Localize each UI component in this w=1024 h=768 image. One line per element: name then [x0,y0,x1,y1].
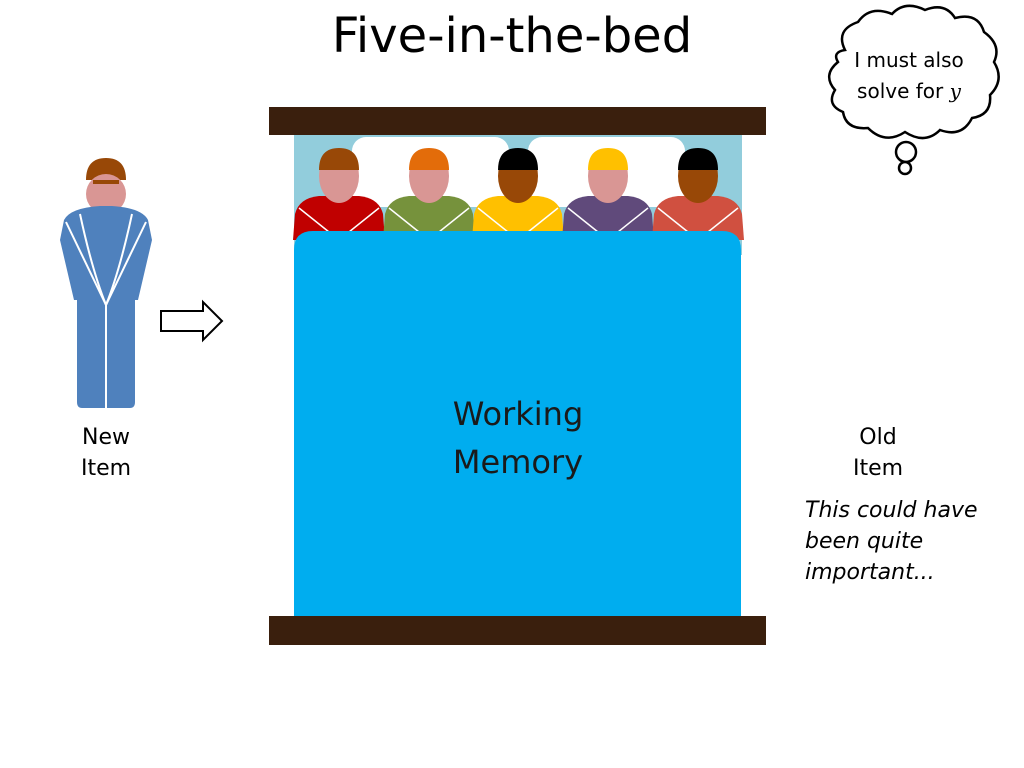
blanket [294,231,741,616]
note-line-3: important... [805,560,935,585]
sleeper-person-icon [383,148,475,241]
old-item-line-1: Old [859,425,897,450]
note-line-2: been quite [805,529,924,554]
thought-line-1: I must also [854,48,964,72]
sleeper-person-icon [293,148,385,241]
sleeper-person-icon [652,148,744,241]
bed-footboard [269,616,766,645]
sleepers [293,148,744,241]
thought-bubble-text: I must also solve for y [838,45,980,107]
thought-line-2: solve for y [857,79,961,103]
new-item-line-1: New [82,425,130,450]
right-arrow-icon [160,299,224,343]
note-line-1: This could have [805,498,978,523]
old-item-note: This could have been quite important... [805,495,1020,588]
new-item-person-icon [60,158,152,408]
working-memory-line-2: Memory [452,443,584,481]
thought-variable: y [949,79,961,103]
old-item-caption: Old Item [832,422,924,484]
thought-bubble-icon [828,4,1000,176]
bed-headboard [269,107,766,135]
working-memory-line-1: Working [452,395,584,433]
page-title: Five-in-the-bed [331,8,693,64]
old-item-line-2: Item [852,456,904,481]
sleeper-person-icon [472,148,564,241]
new-item-caption: New Item [60,422,152,484]
sleeper-person-icon [562,148,654,241]
working-memory-label: Working Memory [295,390,741,486]
new-item-line-2: Item [80,456,132,481]
